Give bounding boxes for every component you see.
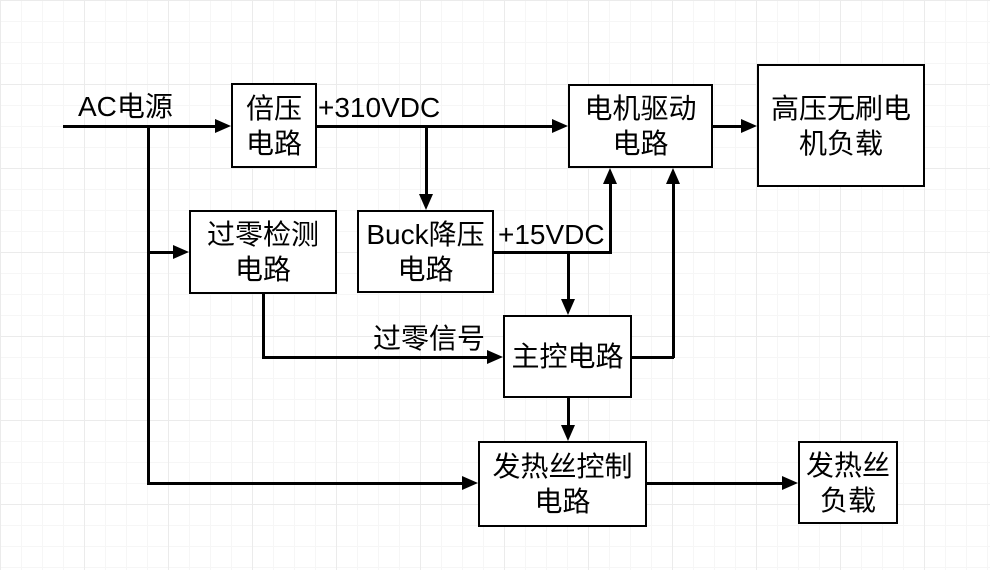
node-zero-cross-detect-label: 过零检测 电路 <box>206 219 319 285</box>
arrowhead-into-motordriver-left <box>552 119 568 133</box>
edge-ac-to-heater-control <box>147 482 463 485</box>
edge-heatercontrol-to-heaterload <box>647 482 783 485</box>
edge-15vdc-up-to-motordriver <box>609 184 612 254</box>
arrowhead-into-maincontrol-left <box>487 350 503 364</box>
edge-motordriver-to-motorload <box>713 125 742 128</box>
node-heater-wire-control-label: 发热丝控制 电路 <box>492 451 633 517</box>
node-buck-converter-label: Buck降压 电路 <box>366 218 485 285</box>
node-hv-brushless-motor-load-label: 高压无刷电 机负载 <box>770 92 911 159</box>
edge-15vdc-down-to-maincontrol <box>567 252 570 300</box>
node-heater-wire-load-label: 发热丝 负载 <box>805 449 890 516</box>
arrowhead-15vdc-into-motordriver <box>603 168 617 184</box>
arrowhead-into-zerocross <box>173 245 189 259</box>
arrowhead-into-doubler <box>215 119 231 133</box>
arrowhead-into-buck <box>419 194 433 210</box>
edge-310vdc-to-buck <box>425 125 428 195</box>
arrowhead-into-motorload <box>741 119 757 133</box>
edge-ac-to-zerocross <box>147 251 174 254</box>
node-heater-wire-load[interactable]: 发热丝 负载 <box>798 441 898 524</box>
node-motor-driver-label: 电机驱动 电路 <box>584 93 697 159</box>
arrowhead-into-heaterload <box>782 476 798 490</box>
node-hv-brushless-motor-load[interactable]: 高压无刷电 机负载 <box>757 64 925 187</box>
arrowhead-maincontrol-into-motordriver <box>666 168 680 184</box>
node-heater-wire-control[interactable]: 发热丝控制 电路 <box>478 441 647 527</box>
edge-ac-branch-vertical <box>147 125 150 484</box>
node-zero-cross-detect[interactable]: 过零检测 电路 <box>189 210 337 294</box>
edge-maincontrol-up-to-motordriver <box>672 184 675 358</box>
edge-buck-out-horizontal <box>494 251 611 254</box>
label-310vdc: +310VDC <box>318 92 441 123</box>
node-main-controller-label: 主控电路 <box>511 341 624 372</box>
arrowhead-into-heatercontrol-left <box>462 476 478 490</box>
node-voltage-doubler[interactable]: 倍压 电路 <box>231 83 317 168</box>
edge-doubler-to-motordriver <box>317 125 553 128</box>
label-ac-source: AC电源 <box>78 91 173 122</box>
node-voltage-doubler-label: 倍压 电路 <box>245 92 302 159</box>
arrowhead-into-maincontrol-top <box>561 299 575 315</box>
edge-zerosignal-to-maincontrol <box>262 356 488 359</box>
edge-zerocross-down <box>262 294 265 358</box>
node-motor-driver[interactable]: 电机驱动 电路 <box>568 84 713 168</box>
node-buck-converter[interactable]: Buck降压 电路 <box>357 210 494 293</box>
edge-maincontrol-down-to-heater <box>567 398 570 426</box>
label-15vdc: +15VDC <box>498 219 605 250</box>
edge-maincontrol-right <box>632 356 674 359</box>
node-main-controller[interactable]: 主控电路 <box>503 315 632 398</box>
arrowhead-into-heatercontrol-top <box>561 425 575 441</box>
edge-ac-to-doubler <box>63 125 216 128</box>
label-zero-cross-signal: 过零信号 <box>373 323 486 354</box>
